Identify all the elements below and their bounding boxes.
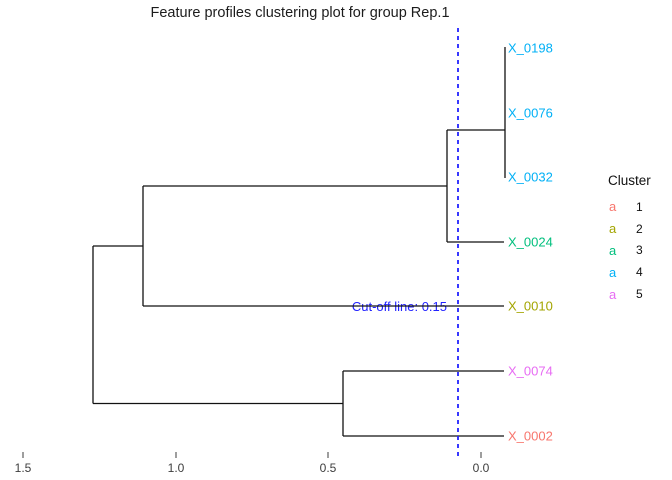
leaf-label-X_0032: X_0032	[508, 170, 553, 185]
legend-item-label: 5	[636, 287, 643, 302]
axis-tick-label: 0.5	[320, 461, 337, 475]
legend-key-glyph: a	[609, 286, 617, 302]
legend-key-glyph: a	[609, 264, 617, 280]
axis-tick-label: 1.0	[168, 461, 185, 475]
axis-tick-label: 0.0	[473, 461, 490, 475]
legend-item-label: 4	[636, 265, 643, 280]
leaf-label-X_0002: X_0002	[508, 429, 553, 444]
legend-key-glyph: a	[609, 242, 617, 258]
legend-key-glyph: a	[609, 199, 617, 215]
legend-item-label: 2	[636, 221, 643, 236]
leaf-label-X_0010: X_0010	[508, 299, 553, 314]
legend-item-label: 3	[636, 243, 643, 258]
axis-tick-label: 1.5	[15, 461, 32, 475]
legend-title: Cluster	[608, 173, 651, 188]
leaf-label-X_0076: X_0076	[508, 106, 553, 121]
legend-item-label: 1	[636, 199, 643, 214]
plot-title: Feature profiles clustering plot for gro…	[150, 5, 449, 21]
leaf-label-X_0024: X_0024	[508, 235, 553, 250]
leaf-label-X_0198: X_0198	[508, 41, 553, 56]
leaf-label-X_0074: X_0074	[508, 364, 553, 379]
legend-key-glyph: a	[609, 221, 617, 237]
